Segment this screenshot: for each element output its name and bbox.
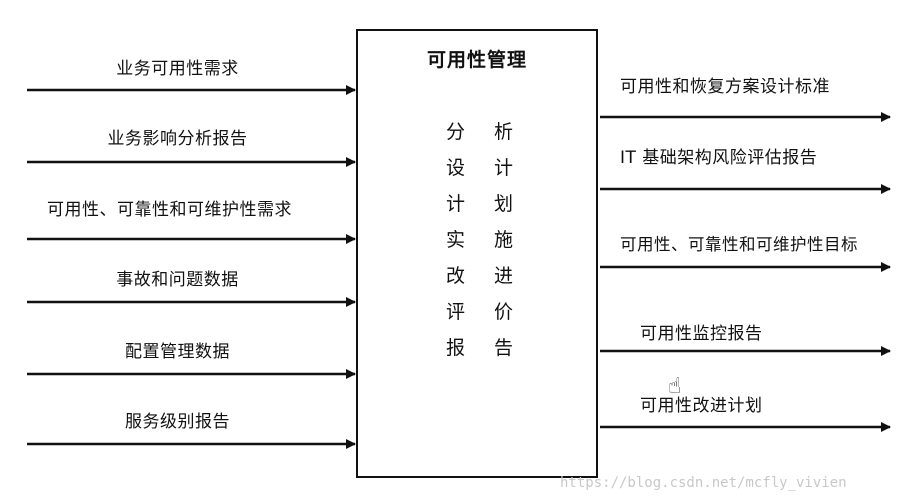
output-label-recovery-design-criteria: 可用性和恢复方案设计标准 [620,77,830,97]
step-char-improve-1: 改 [446,265,466,287]
step-char-plan-2: 划 [494,193,514,215]
input-label-incident-problem-data: 事故和问题数据 [116,270,239,290]
step-char-design-1: 设 [446,157,466,179]
step-char-implement-2: 施 [494,229,514,251]
step-char-analysis-1: 分 [446,121,466,143]
step-char-evaluate-1: 评 [446,301,466,323]
step-char-design-2: 计 [494,157,514,179]
hand-cursor-icon: ☝ [668,374,682,399]
output-label-it-infrastructure-risk-report: IT 基础架构风险评估报告 [620,148,818,168]
availability-management-process-box: 可用性管理 分 析 设 计 计 划 实 施 改 进 评 价 报 告 [356,29,598,478]
input-label-ram-requirements: 可用性、可靠性和可维护性需求 [47,200,292,220]
step-char-implement-1: 实 [446,229,466,251]
step-char-report-1: 报 [446,337,466,359]
input-label-business-impact-analysis-report: 业务影响分析报告 [107,129,248,149]
step-char-evaluate-2: 价 [494,301,514,323]
input-label-business-availability-requirements: 业务可用性需求 [116,59,239,79]
output-label-ram-targets: 可用性、可靠性和可维护性目标 [620,235,858,254]
step-char-improve-2: 进 [494,265,514,287]
step-char-analysis-2: 析 [494,121,514,143]
watermark-url: https://blog.csdn.net/mcfly_vivien [560,475,847,491]
input-label-service-level-report: 服务级别报告 [125,412,230,432]
output-label-availability-monitoring-report: 可用性监控报告 [640,324,763,344]
output-label-availability-improvement-plan: 可用性改进计划 [640,396,763,416]
process-title: 可用性管理 [426,49,527,71]
input-label-configuration-management-data: 配置管理数据 [125,342,230,362]
step-char-report-2: 告 [494,337,514,359]
step-char-plan-1: 计 [446,193,466,215]
